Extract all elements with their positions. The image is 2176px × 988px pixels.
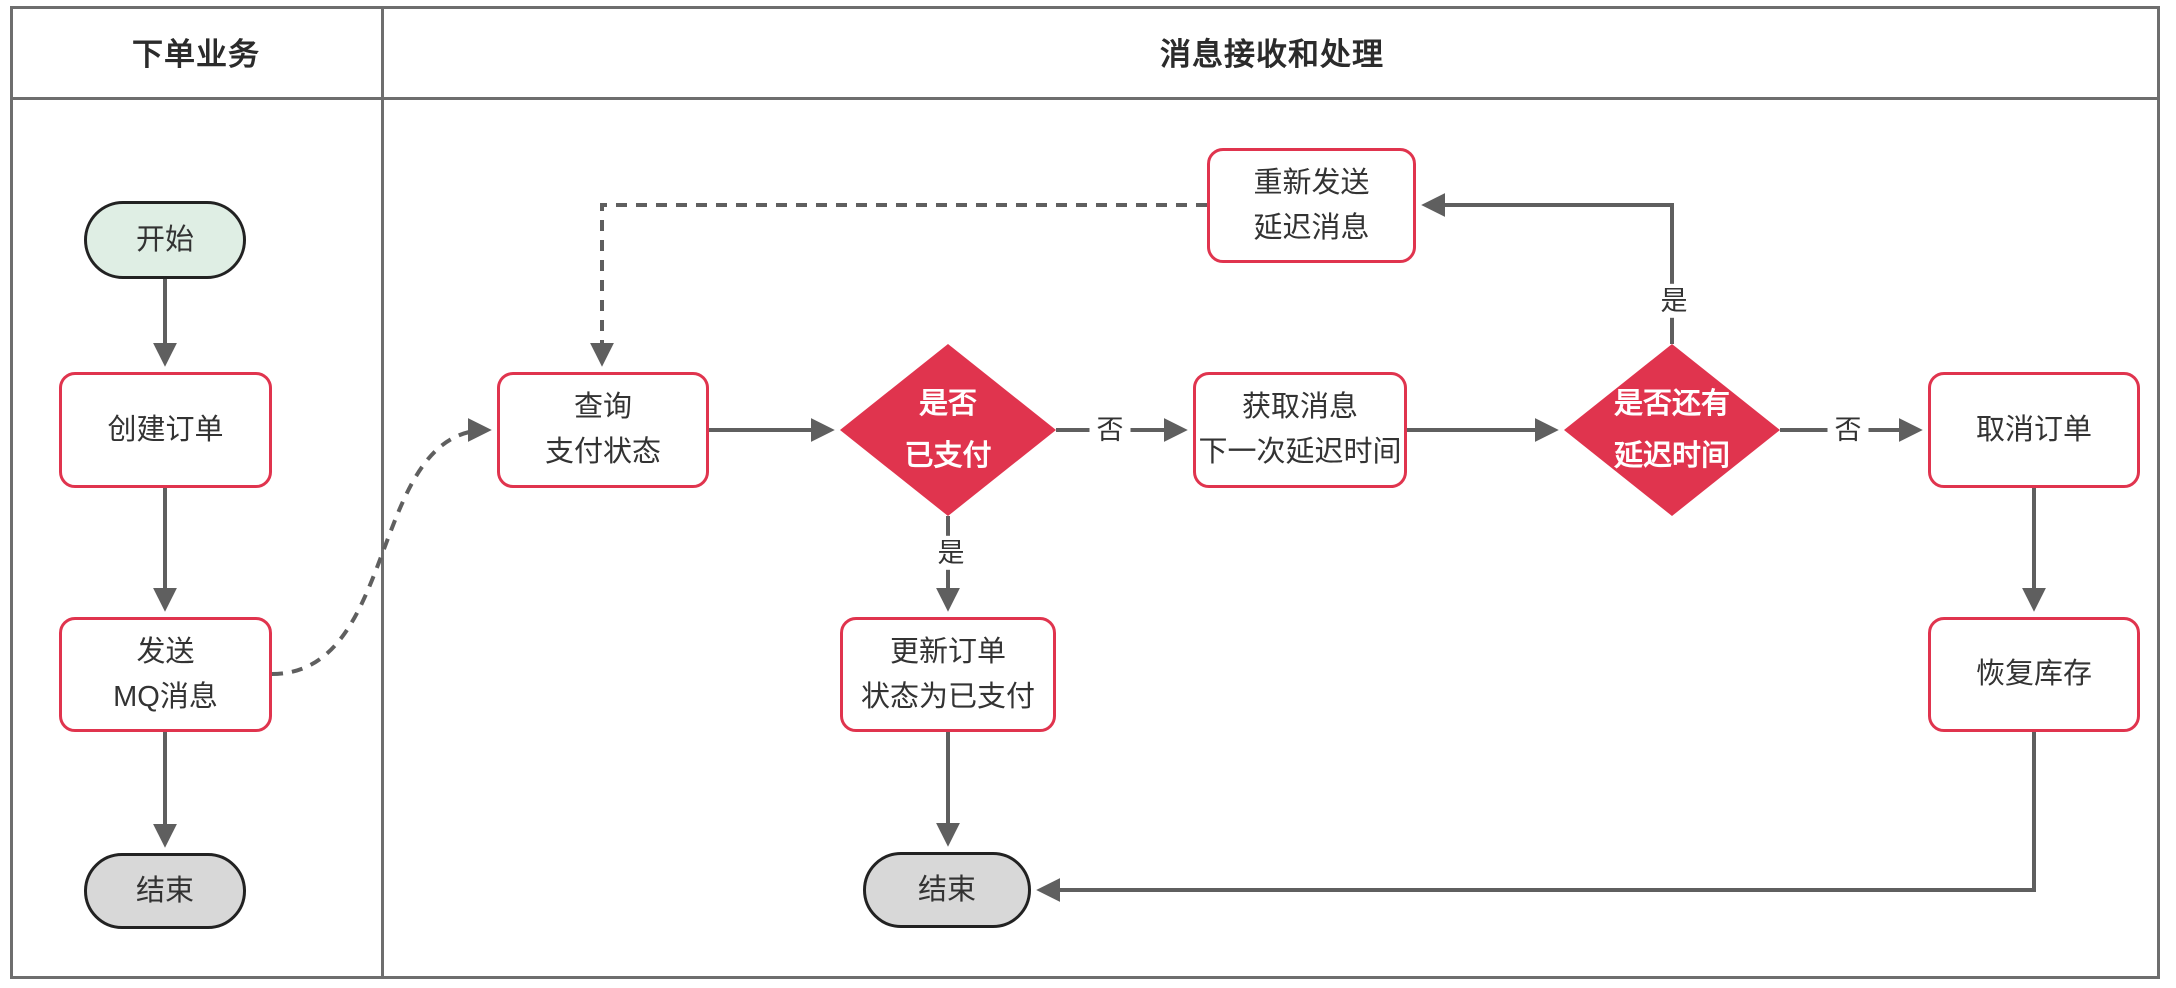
edge-label-is-paid-yes: 是: [930, 535, 972, 571]
edge-label-has-delay-yes: 是: [1653, 283, 1695, 319]
lane-header-separator: [10, 97, 2160, 100]
edge-label-has-delay-no: 否: [1827, 412, 1869, 448]
node-create-order: 创建订单: [59, 372, 272, 488]
node-end-middle: 结束: [863, 852, 1031, 928]
edge-restore-stock-to-end: [1036, 732, 2036, 902]
lane-title-order-business: 下单业务: [132, 37, 260, 72]
lane-title-message-processing: 消息接收和处理: [1160, 37, 1384, 72]
node-cancel-order: 取消订单: [1928, 372, 2140, 488]
lane-divider: [381, 6, 384, 979]
edge-resend-delay-to-query-payment-dashed: [590, 203, 1207, 367]
node-restore-stock: 恢复库存: [1928, 617, 2140, 732]
edge-send-mq-to-query-payment-dashed: [271, 418, 492, 676]
swimlane-frame: [10, 6, 2160, 979]
node-update-order-status-paid: 更新订单 状态为已支付: [840, 617, 1056, 732]
node-end-left: 结束: [84, 853, 246, 929]
node-query-payment-status: 查询 支付状态: [497, 372, 709, 488]
edge-label-is-paid-no: 否: [1089, 412, 1131, 448]
edge-has-delay-yes-to-resend-delay: [1421, 193, 1674, 344]
node-start: 开始: [84, 201, 246, 279]
node-resend-delay-message: 重新发送 延迟消息: [1207, 148, 1416, 263]
node-get-next-delay-time: 获取消息 下一次延迟时间: [1193, 372, 1407, 488]
node-send-mq-message: 发送 MQ消息: [59, 617, 272, 732]
